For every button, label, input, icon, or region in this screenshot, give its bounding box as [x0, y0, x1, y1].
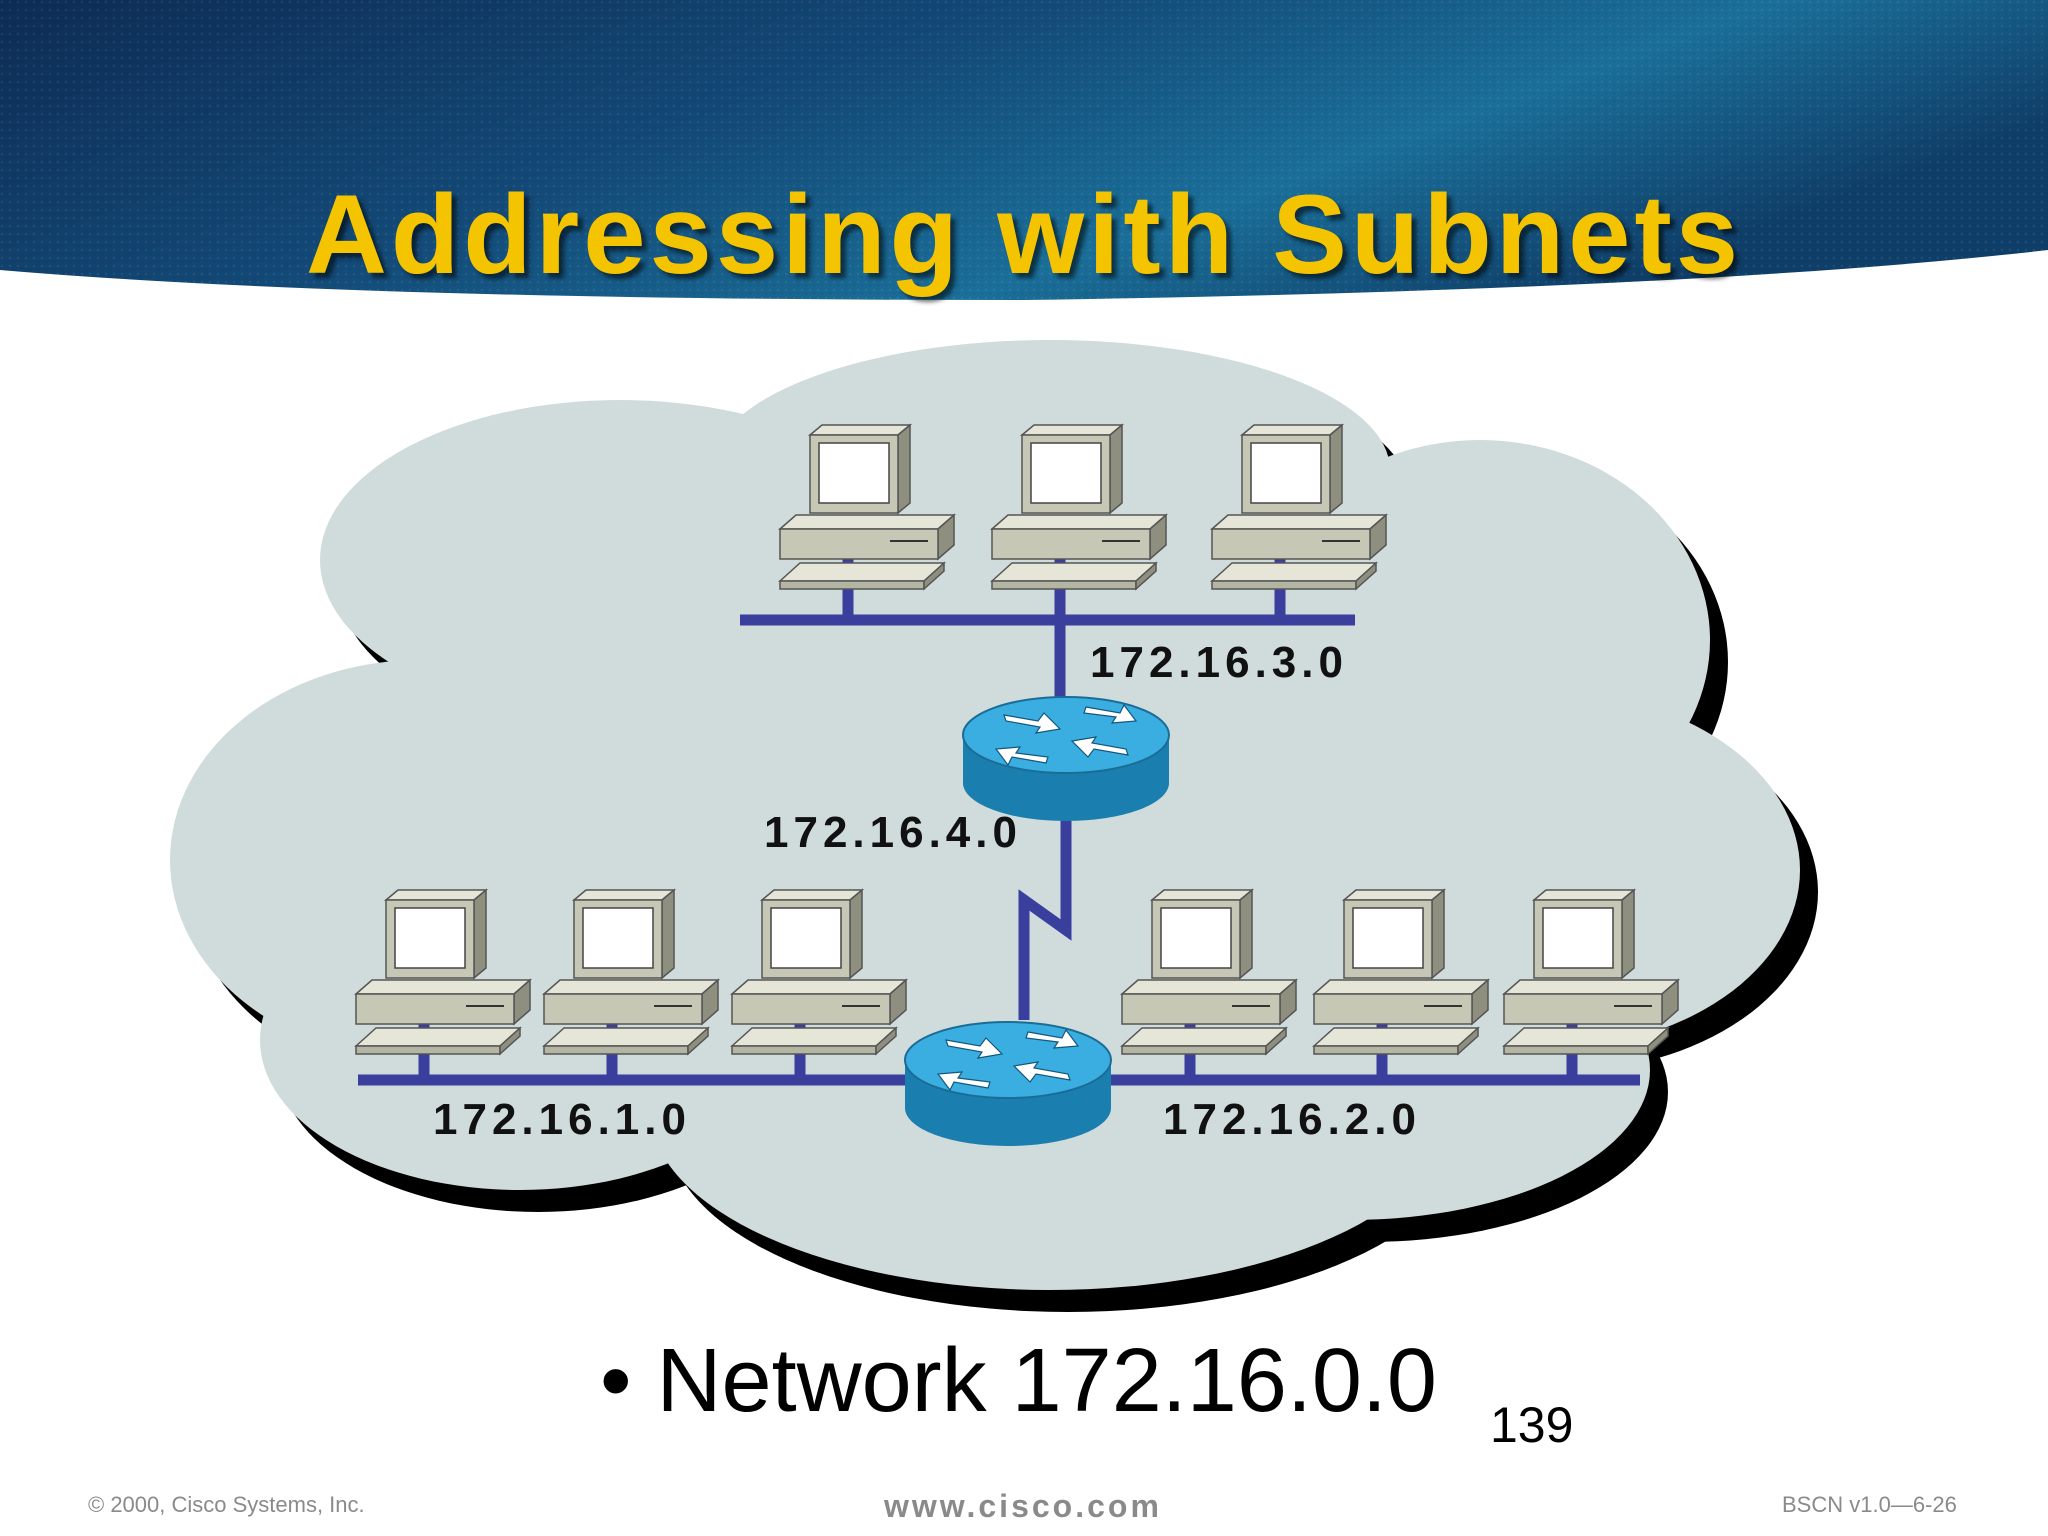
- network-label-172-16-1-0: 172.16.1.0: [433, 1095, 691, 1144]
- network-label-172-16-2-0: 172.16.2.0: [1163, 1095, 1421, 1144]
- bullet-text: Network 172.16.0.0: [656, 1331, 1437, 1431]
- network-label-172-16-3-0: 172.16.3.0: [1090, 638, 1348, 687]
- footer-website: www.cisco.com: [884, 1488, 1162, 1524]
- footer-course-code: BSCN v1.0—6-26: [1782, 1492, 1957, 1517]
- router-top: [962, 696, 1170, 822]
- serial-link: [1018, 815, 1072, 1020]
- footer-copyright: © 2000, Cisco Systems, Inc.: [88, 1492, 365, 1517]
- bullet-marker: •: [600, 1331, 657, 1431]
- page-number: 139: [1490, 1397, 1574, 1453]
- router-bottom: [904, 1021, 1112, 1147]
- bullet-point: • Network 172.16.0.0: [600, 1330, 1437, 1433]
- network-label-172-16-4-0: 172.16.4.0: [764, 808, 1022, 857]
- slide-title: Addressing with Subnets: [305, 172, 1743, 297]
- title-banner: [0, 0, 2048, 300]
